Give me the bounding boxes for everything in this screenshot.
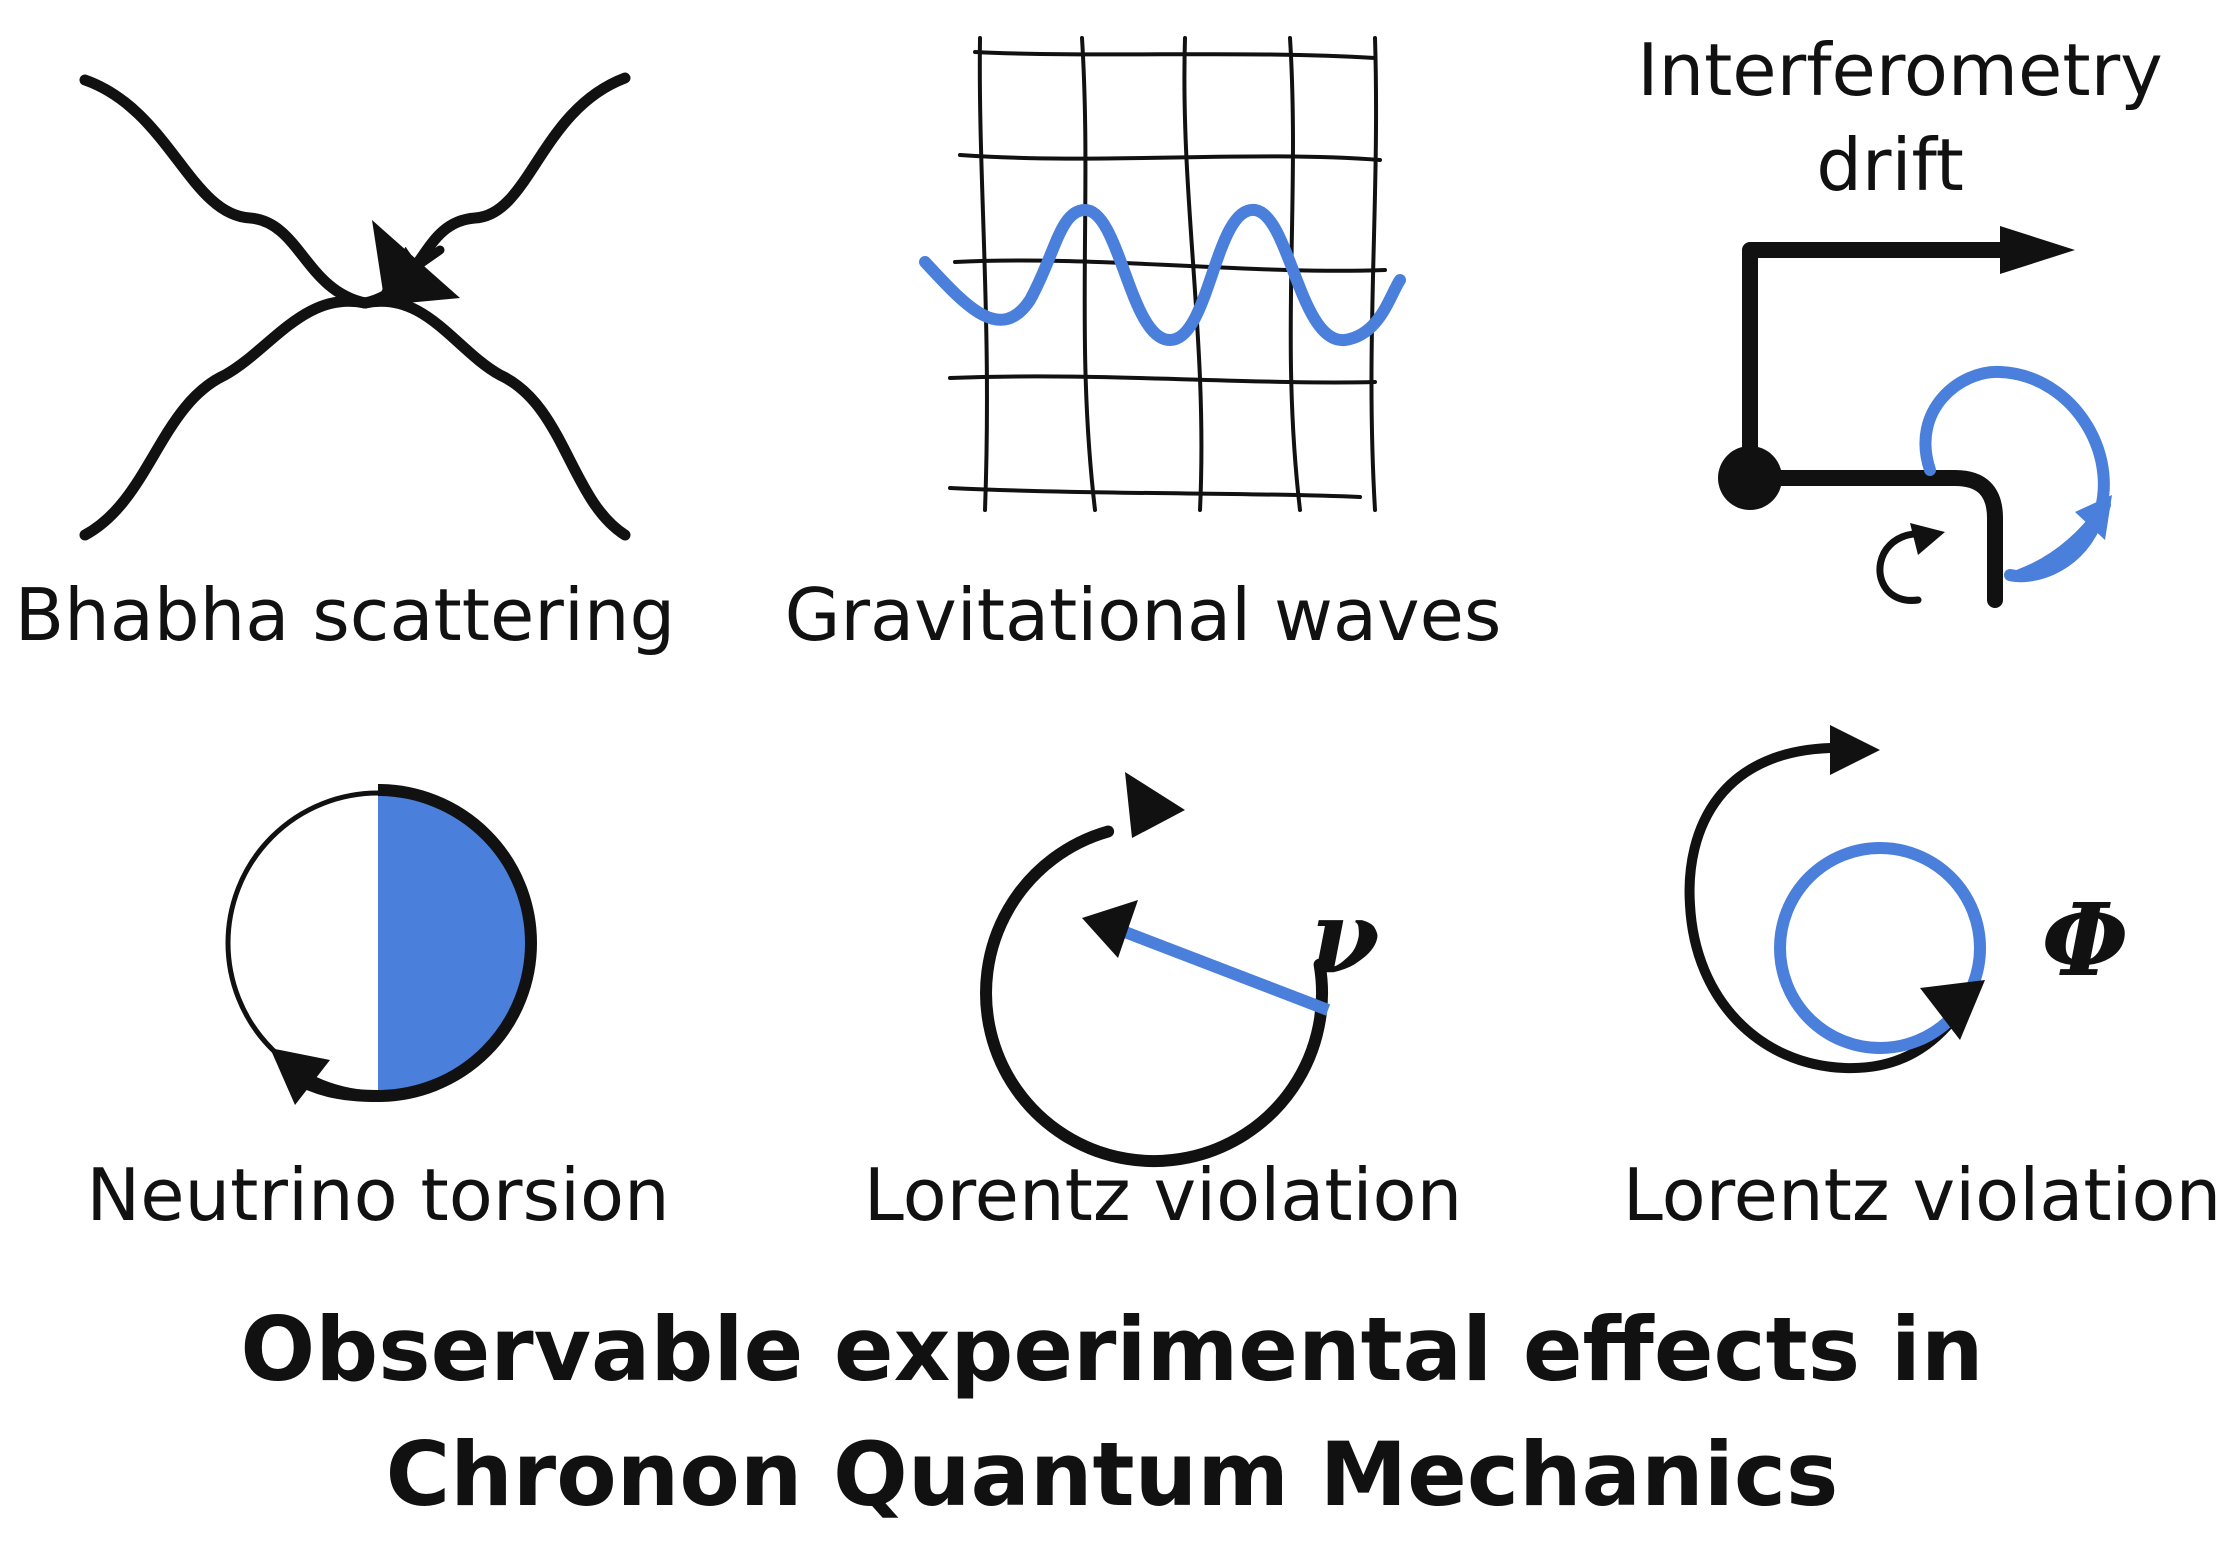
outer-orbit-arrowhead-icon [1830, 725, 1880, 775]
interferometry-label-line2: drift [1816, 123, 1964, 207]
spacetime-grid-icon [919, 36, 1406, 512]
bhabha-scattering-icon [79, 72, 631, 541]
inner-orbit-arrowhead-icon [1920, 980, 1985, 1040]
interferometry-label-line1: Interferometry [1637, 28, 2163, 112]
interferometer-arm-horizontal [1742, 470, 2003, 608]
grid-line [948, 486, 1362, 499]
lorentz-rotation-icon [980, 772, 1331, 1168]
rotation-circle-icon [980, 825, 1328, 1168]
caption-line-1: Observable experimental effects in [240, 1298, 1983, 1401]
beam-splitter-icon [1718, 446, 1782, 510]
lorentz-precession-icon [1684, 725, 1986, 1074]
vector-arrowhead-icon [1082, 900, 1138, 958]
grid-line [953, 258, 1387, 273]
gravitational-waves-label: Gravitational waves [785, 573, 1502, 657]
torsion-arrowhead-icon [270, 1048, 330, 1105]
rotation-arrowhead-icon [1910, 523, 1945, 555]
neutrino-symbol: ν [1310, 878, 1379, 996]
grid-line [973, 50, 1377, 60]
neutrino-vector-icon [1122, 926, 1331, 1016]
caption-line-2: Chronon Quantum Mechanics [386, 1423, 1839, 1526]
panel-lorentz-violation-phi: Φ Lorentz violation [1623, 725, 2221, 1237]
figure-caption: Observable experimental effects in Chron… [240, 1298, 1983, 1526]
arrowhead-icon [372, 220, 460, 305]
grid-line [977, 36, 989, 512]
bhabha-scattering-label: Bhabha scattering [15, 573, 675, 657]
gravitational-wave-icon [919, 204, 1406, 346]
grid-line [1369, 36, 1379, 512]
panel-gravitational-waves: Gravitational waves [785, 36, 1502, 657]
grid-line [1080, 36, 1097, 512]
grid-line [1182, 36, 1204, 512]
interferometer-icon [1718, 226, 2112, 608]
neutrino-torsion-icon [225, 784, 537, 1105]
panel-lorentz-violation-nu: ν Lorentz violation [864, 772, 1462, 1237]
panel-neutrino-torsion: Neutrino torsion [86, 784, 670, 1237]
inner-orbit-icon [1774, 842, 1986, 1054]
drift-loop-icon [1919, 365, 2110, 583]
outer-orbit-icon [1684, 742, 1965, 1074]
outline-half-icon [225, 790, 379, 1096]
beam-direction-arrow-icon [2000, 226, 2075, 274]
filled-half-icon [378, 793, 528, 1093]
phi-symbol: Φ [2041, 881, 2128, 999]
outgoing-particle-left [79, 295, 371, 541]
bold-half-icon [377, 784, 537, 1102]
outgoing-particle-right [359, 295, 631, 541]
panel-bhabha-scattering: Bhabha scattering [15, 72, 675, 657]
grid-line [958, 153, 1382, 162]
interferometer-arm-vertical [1742, 242, 2028, 486]
grid-line [948, 374, 1377, 385]
incoming-particle-left [79, 74, 371, 309]
panel-interferometry-drift: Interferometry drift [1637, 28, 2163, 608]
neutrino-torsion-label: Neutrino torsion [86, 1153, 669, 1237]
lorentz-violation-label-1: Lorentz violation [864, 1153, 1462, 1237]
rotation-arrowhead-icon [1125, 772, 1185, 838]
lorentz-violation-label-2: Lorentz violation [1623, 1153, 2221, 1237]
drift-arrowhead-icon [2075, 495, 2112, 540]
